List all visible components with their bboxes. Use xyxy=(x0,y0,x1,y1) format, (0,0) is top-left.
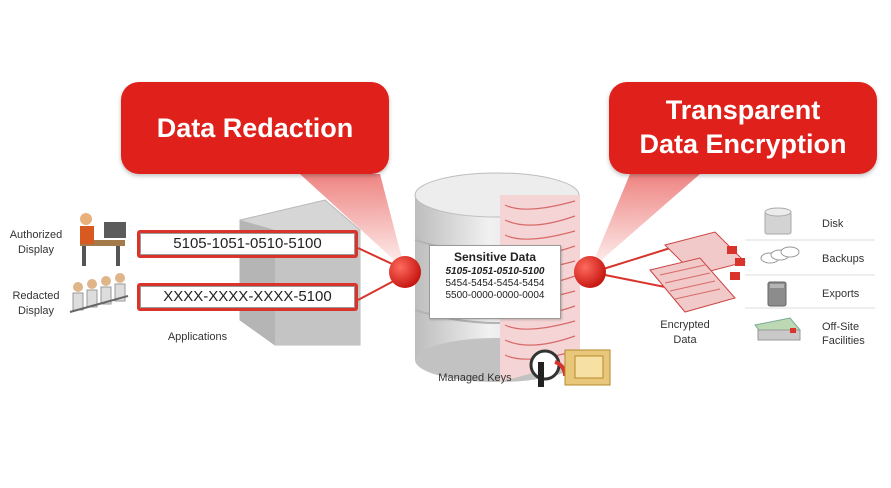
authorized-display-label: Authorized Display xyxy=(0,228,72,258)
folder-icon xyxy=(564,349,611,386)
tde-beam xyxy=(590,174,700,270)
redaction-node xyxy=(389,256,421,288)
data-redaction-title: Data Redaction xyxy=(156,113,354,143)
tde-title-line1: Transparent xyxy=(665,95,821,125)
key-icon xyxy=(529,349,567,387)
managed-keys-label: Managed Keys xyxy=(438,372,512,384)
authorized-label-line2: Display xyxy=(17,244,55,256)
disk-icon xyxy=(764,207,792,235)
redacted-label-line1: Redacted xyxy=(12,290,60,302)
tde-title: Transparent Data Encryption xyxy=(609,82,877,161)
redacted-people-icon xyxy=(69,273,129,313)
redacted-value: XXXX-XXXX-XXXX-5100 xyxy=(140,286,355,308)
exports-icon xyxy=(767,281,787,307)
authorized-label-line1: Authorized xyxy=(9,229,63,241)
sensitive-line-2: 5454-5454-5454-5454 xyxy=(445,278,545,289)
sensitive-line-1: 5105-1051-0510-5100 xyxy=(445,266,545,277)
redacted-label-line2: Display xyxy=(17,305,55,317)
redaction-beam xyxy=(300,174,405,270)
redacted-display-label: Redacted Display xyxy=(0,289,72,319)
offsite-facilities-icon xyxy=(754,317,801,341)
tde-title-line2: Data Encryption xyxy=(639,129,847,159)
authorized-value-box: 5105-1051-0510-5100 xyxy=(137,230,358,258)
redacted-value-box: XXXX-XXXX-XXXX-5100 xyxy=(137,283,358,311)
authorized-value: 5105-1051-0510-5100 xyxy=(140,233,355,255)
offsite-label: Off-Site Facilities xyxy=(822,320,865,348)
authorized-person-icon xyxy=(80,213,126,266)
data-redaction-callout: Data Redaction xyxy=(121,82,389,174)
disk-label: Disk xyxy=(822,218,844,230)
backups-icon xyxy=(760,246,800,264)
encrypted-data-sheets xyxy=(649,231,746,313)
sensitive-line-3: 5500-0000-0000-0004 xyxy=(445,290,545,301)
sensitive-data-title: Sensitive Data xyxy=(453,250,537,264)
exports-label: Exports xyxy=(822,288,860,300)
sensitive-data-box: Sensitive Data 5105-1051-0510-5100 5454-… xyxy=(429,245,561,319)
application-server xyxy=(239,199,361,346)
encrypted-data-label: Encrypted Data xyxy=(650,318,720,348)
backups-label: Backups xyxy=(822,253,865,265)
offsite-label-line2: Facilities xyxy=(822,335,865,347)
encrypted-label-line2: Data xyxy=(673,334,697,346)
encryption-node xyxy=(574,256,606,288)
applications-label: Applications xyxy=(167,331,228,343)
offsite-label-line1: Off-Site xyxy=(822,321,860,333)
tde-callout: Transparent Data Encryption xyxy=(609,82,877,174)
encrypted-label-line1: Encrypted xyxy=(660,319,710,331)
